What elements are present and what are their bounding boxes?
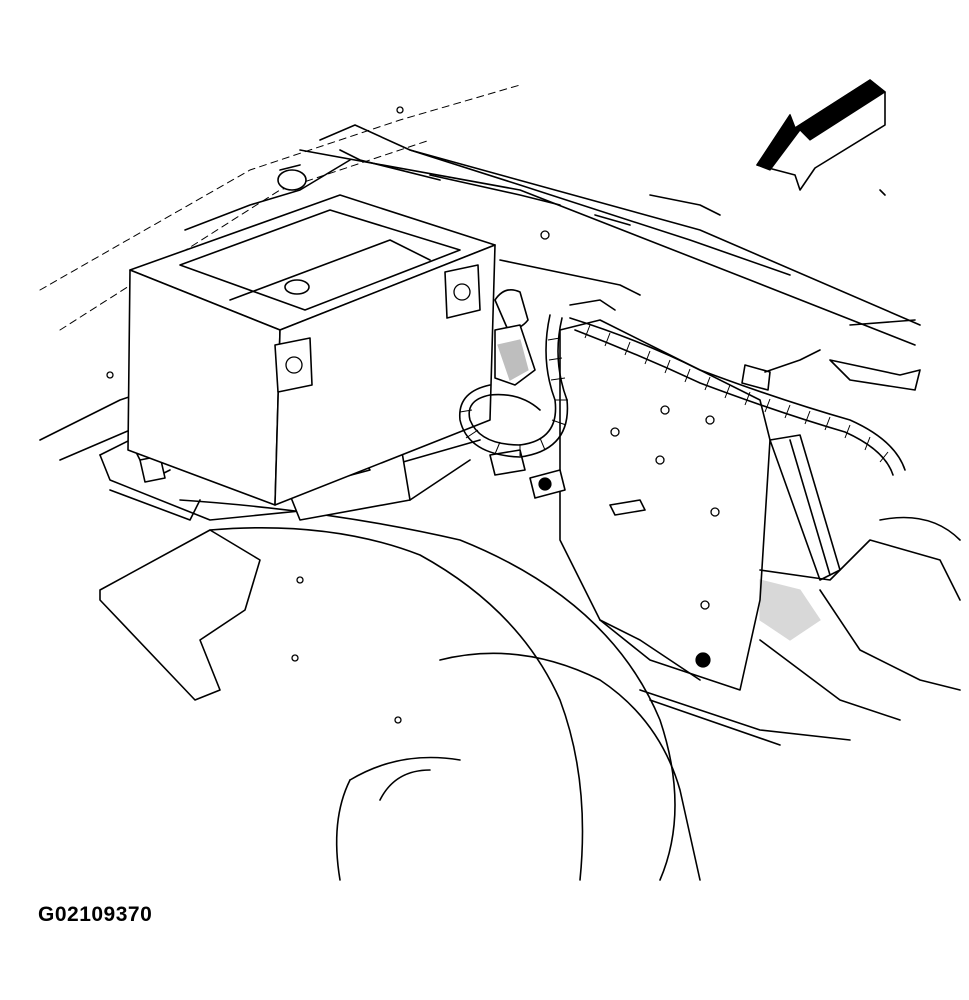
mounting-plate: [106, 106, 771, 724]
detail-lines: [279, 164, 886, 226]
figure-id-label: G02109370: [38, 903, 153, 926]
battery-cable: [459, 289, 906, 499]
front-direction-arrow-icon: [756, 79, 887, 191]
frame-rail: [599, 434, 961, 746]
wheel-house: [99, 489, 701, 881]
battery: [127, 149, 496, 506]
